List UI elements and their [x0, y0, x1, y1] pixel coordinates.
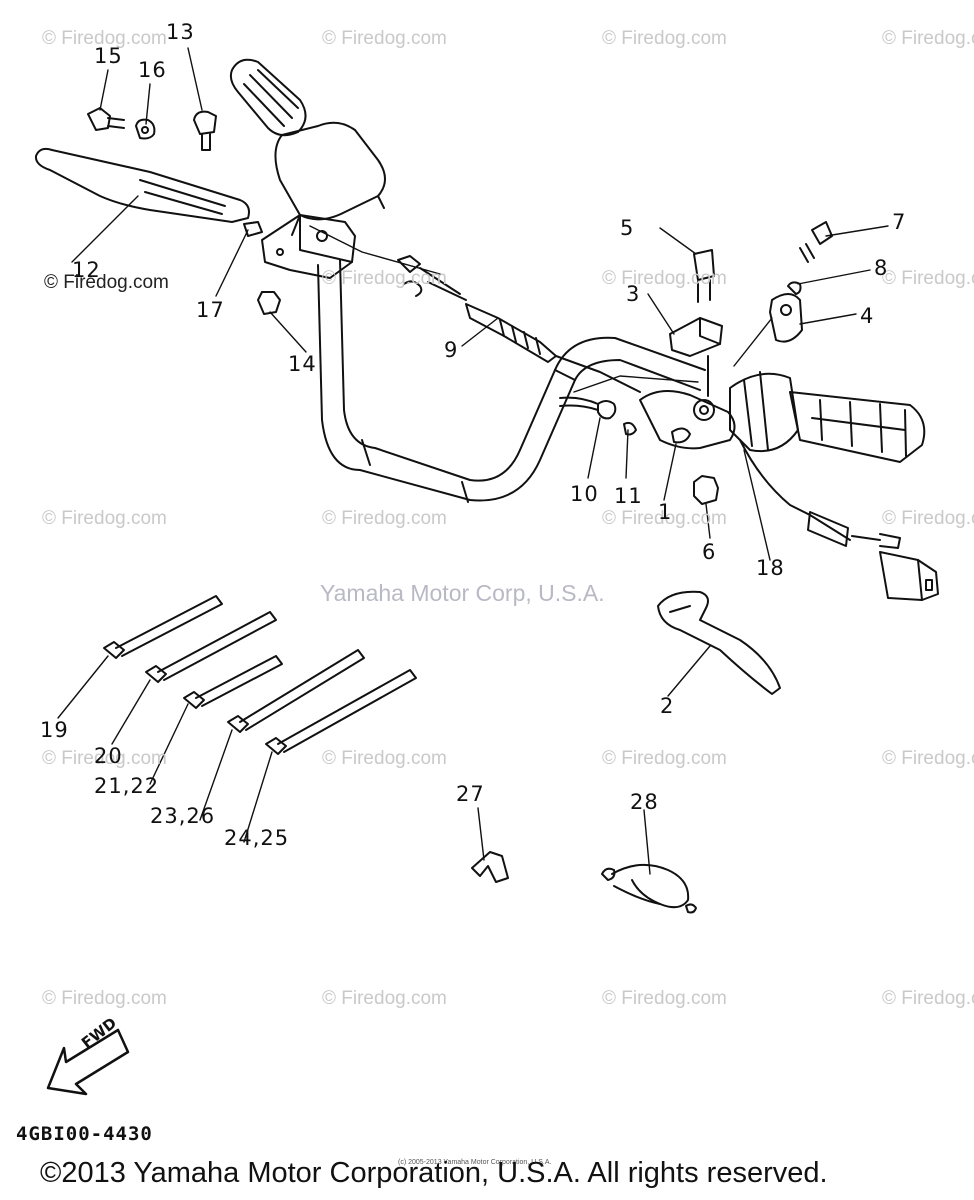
watermark: © Firedog.com [42, 748, 167, 769]
watermark: © Firedog.com [882, 268, 974, 289]
callout-11: 11 [614, 484, 643, 508]
watermark: © Firedog.com [322, 748, 447, 769]
watermark: © Firedog.com [602, 268, 727, 289]
callout-1: 1 [658, 500, 673, 524]
callout-4: 4 [860, 304, 875, 328]
callout-19: 19 [40, 718, 69, 742]
copyright-notice: ©2013 Yamaha Motor Corporation, U.S.A. A… [40, 1157, 828, 1189]
cable-ties [103, 595, 417, 755]
watermark: © Firedog.com [882, 508, 974, 529]
watermark: © Firedog.com [602, 988, 727, 1009]
callout-12: 12 [72, 258, 101, 282]
watermark-dark: © Firedog.com [44, 272, 169, 293]
watermark: © Firedog.com [322, 28, 447, 49]
corp-watermark: Yamaha Motor Corp, U.S.A. [320, 580, 605, 606]
callout-5: 5 [620, 216, 635, 240]
watermark: © Firedog.com [882, 28, 974, 49]
callout-2: 2 [660, 694, 675, 718]
callout-27: 27 [456, 782, 485, 806]
callout-13: 13 [166, 20, 195, 44]
callout-17: 17 [196, 298, 225, 322]
callout-23-26: 23,26 [150, 804, 216, 828]
callout-24-25: 24,25 [224, 826, 290, 850]
fwd-arrow-icon [46, 1028, 130, 1096]
leader-lines [57, 47, 889, 875]
callout-21-22: 21,22 [94, 774, 160, 798]
callout-10: 10 [570, 482, 599, 506]
diagram-code: 4GBI00-4430 [16, 1123, 153, 1145]
callout-3: 3 [626, 282, 641, 306]
watermark: © Firedog.com [42, 988, 167, 1009]
left-fasteners [87, 107, 281, 315]
brake-lever [657, 590, 781, 695]
left-grip [229, 58, 386, 236]
callout-16: 16 [138, 58, 167, 82]
throttle-cable [739, 439, 939, 601]
handlebar [317, 259, 706, 503]
watermark: © Firedog.com [322, 508, 447, 529]
clamp-28 [601, 863, 697, 914]
watermark: © Firedog.com [42, 508, 167, 529]
watermark: © Firedog.com [322, 988, 447, 1009]
watermark: © Firedog.com [882, 748, 974, 769]
callout-6: 6 [702, 540, 717, 564]
watermark: © Firedog.com [322, 268, 447, 289]
clip-27 [471, 851, 509, 883]
callout-18: 18 [756, 556, 785, 580]
callout-15: 15 [94, 44, 123, 68]
clutch-lever [34, 147, 250, 223]
lever-holder [261, 214, 356, 279]
callout-28: 28 [630, 790, 659, 814]
callout-9: 9 [444, 338, 459, 362]
watermark: © Firedog.com [882, 988, 974, 1009]
callout-8: 8 [874, 256, 889, 280]
callout-14: 14 [288, 352, 317, 376]
callout-7: 7 [892, 210, 907, 234]
tiny-notice: (c) 2005-2013 Yamaha Motor Corporation, … [398, 1159, 552, 1166]
right-grip [729, 371, 926, 463]
watermark: © Firedog.com [42, 28, 167, 49]
callout-20: 20 [94, 744, 123, 768]
watermark: © Firedog.com [602, 28, 727, 49]
watermark: © Firedog.com [602, 508, 727, 529]
switch-3 [669, 249, 723, 397]
cable-9 [397, 255, 641, 393]
watermark: © Firedog.com [602, 748, 727, 769]
